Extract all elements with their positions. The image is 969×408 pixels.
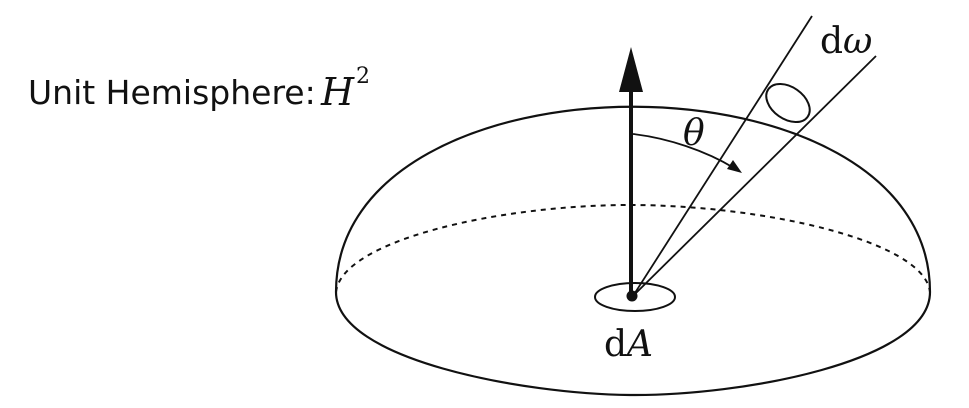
dA-point: [626, 290, 638, 302]
d-omega-ellipse: [765, 82, 811, 124]
dA-ellipse: [594, 282, 676, 312]
title-symbol-h: H: [320, 70, 355, 114]
cone-line-right: [632, 55, 877, 297]
dA-label: dA: [604, 324, 653, 365]
normal-arrowhead: [619, 47, 643, 92]
hemisphere-base-front: [334, 291, 932, 397]
theta-arrowhead: [727, 160, 742, 173]
cone-line-left: [632, 15, 813, 297]
d-omega-d: d: [820, 21, 843, 62]
title-superscript: 2: [356, 64, 370, 89]
theta-label: θ: [683, 113, 705, 154]
title-prefix: Unit Hemisphere:: [28, 73, 316, 112]
d-omega-omega: ω: [843, 21, 872, 62]
title-superscript-2: 2: [356, 64, 370, 89]
title-label: Unit Hemisphere:: [28, 73, 316, 112]
theta-arc: [632, 133, 735, 169]
d-omega-label: dω: [820, 21, 872, 62]
title-symbol: H: [320, 70, 355, 114]
dA-a: A: [624, 324, 653, 365]
dA-d: d: [604, 324, 627, 365]
